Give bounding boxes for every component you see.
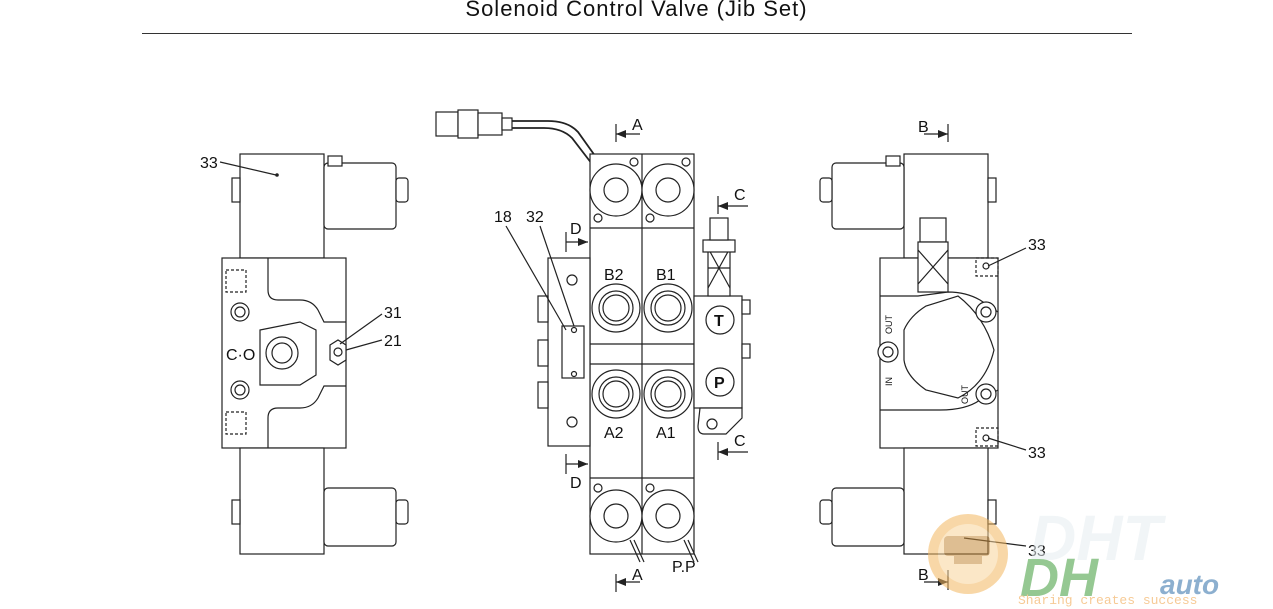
label-out-top: OUT [884, 315, 894, 335]
right-side-view [819, 153, 1027, 555]
watermark-brand: auto [1160, 569, 1219, 600]
port-label-b2: B2 [604, 267, 624, 284]
label-out-bottom: OUT [960, 385, 970, 405]
label-33-right-top: 33 [1028, 237, 1046, 254]
label-in: IN [884, 377, 894, 386]
label-33-left: 33 [200, 155, 218, 172]
label-co: C·O [226, 347, 255, 364]
watermark-logo: DHT DH auto Sharing creates success [928, 502, 1219, 608]
port-label-a1: A1 [656, 425, 676, 442]
section-c-bottom: C [734, 433, 746, 450]
port-label-a2: A2 [604, 425, 624, 442]
label-21: 21 [384, 333, 402, 350]
label-32: 32 [526, 209, 544, 226]
section-c-top: C [734, 187, 746, 204]
watermark-tagline: Sharing creates success [1018, 593, 1197, 608]
label-33-right-bottom: 33 [1028, 543, 1046, 560]
port-label-p: P [714, 375, 725, 392]
center-front-view [435, 109, 751, 563]
section-b-top: B [918, 119, 929, 136]
left-side-view [219, 153, 409, 555]
svg-text:DHT: DHT [1030, 502, 1166, 574]
section-d-top: D [570, 221, 582, 238]
port-label-t: T [714, 313, 724, 330]
label-33-right-mid: 33 [1028, 445, 1046, 462]
title-divider [142, 33, 1132, 34]
section-d-bottom: D [570, 475, 582, 492]
label-18: 18 [494, 209, 512, 226]
section-a-top: A [632, 117, 643, 134]
label-pp: P.P [672, 559, 696, 576]
page-title: Solenoid Control Valve (Jib Set) [465, 0, 808, 21]
svg-text:DH: DH [1020, 548, 1099, 608]
section-b-bottom: B [918, 567, 929, 584]
label-31: 31 [384, 305, 402, 322]
section-a-bottom: A [632, 567, 643, 584]
port-label-b1: B1 [656, 267, 676, 284]
